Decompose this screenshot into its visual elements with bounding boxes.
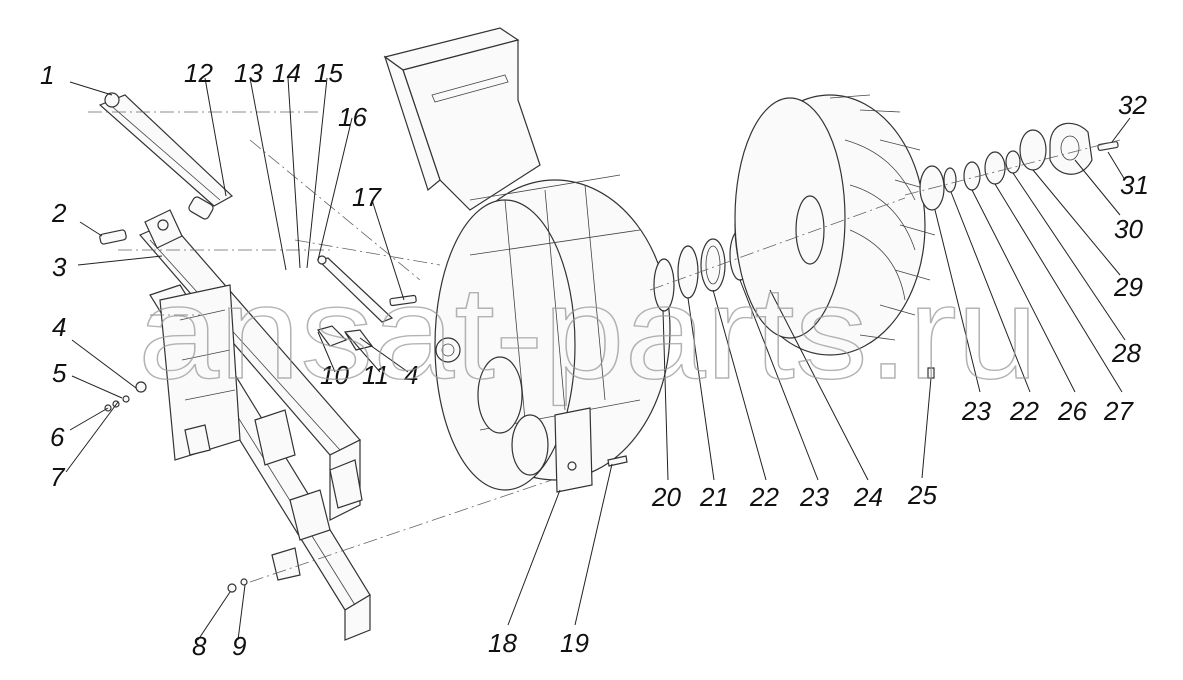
callout-labels: 1 2 3 4 5 6 7 8 9 10 11 4 12 13 14 15 16… <box>40 58 1149 661</box>
callout-30: 30 <box>1114 214 1143 244</box>
callout-14: 14 <box>272 58 301 88</box>
callout-10: 10 <box>320 360 349 390</box>
fan-impeller <box>734 94 936 379</box>
callout-8: 8 <box>192 631 207 661</box>
callout-13: 13 <box>234 58 263 88</box>
callout-28: 28 <box>1111 338 1141 368</box>
callout-23a: 23 <box>799 482 829 512</box>
callout-21: 21 <box>699 482 729 512</box>
callout-11: 11 <box>362 360 389 390</box>
callout-2: 2 <box>51 198 67 228</box>
callout-17: 17 <box>352 182 382 212</box>
callout-26: 26 <box>1057 396 1087 426</box>
callout-1: 1 <box>40 60 54 90</box>
callout-7: 7 <box>50 462 66 492</box>
callout-18: 18 <box>488 628 517 658</box>
callout-4b: 4 <box>404 360 418 390</box>
callout-5: 5 <box>52 358 67 388</box>
leader-lines <box>65 77 1131 641</box>
hub-assembly-right <box>649 122 1121 291</box>
watermark-text: ansat-parts.ru <box>138 259 1038 406</box>
callout-6: 6 <box>50 422 65 452</box>
callout-22b: 22 <box>1009 396 1039 426</box>
callout-15: 15 <box>314 58 343 88</box>
callout-27: 27 <box>1103 396 1134 426</box>
callout-29: 29 <box>1113 272 1143 302</box>
callout-4: 4 <box>52 312 66 342</box>
callout-20: 20 <box>651 482 681 512</box>
callout-3: 3 <box>52 252 67 282</box>
callout-31: 31 <box>1120 170 1149 200</box>
callout-23b: 23 <box>961 396 991 426</box>
callout-22a: 22 <box>749 482 779 512</box>
callout-24: 24 <box>853 482 883 512</box>
callout-9: 9 <box>232 631 246 661</box>
callout-16: 16 <box>338 102 367 132</box>
frame-beam-assembly <box>88 92 606 641</box>
callout-32: 32 <box>1118 90 1147 120</box>
fan-housing-assembly <box>383 27 671 493</box>
callout-12: 12 <box>184 58 213 88</box>
callout-25: 25 <box>907 480 937 510</box>
callout-19: 19 <box>560 628 589 658</box>
